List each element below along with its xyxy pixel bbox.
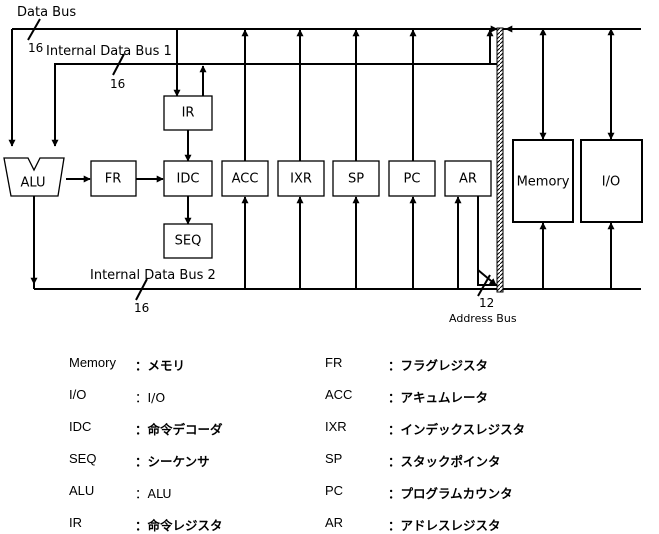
sp-block bbox=[332, 160, 380, 197]
ixr-label: IXR bbox=[290, 172, 312, 187]
internal-data-bus-2-label: Internal Data Bus 2 bbox=[90, 268, 216, 283]
system-bus-bar bbox=[496, 27, 504, 293]
address-bus-label: Address Bus bbox=[449, 312, 517, 325]
io-label: I/O bbox=[602, 175, 620, 190]
alu-label: ALU bbox=[20, 176, 45, 191]
internal-bus-2-width: 16 bbox=[134, 301, 149, 315]
data-bus-label: Data Bus bbox=[17, 5, 76, 20]
ir-label: IR bbox=[182, 106, 195, 121]
internal-data-bus-1-label: Internal Data Bus 1 bbox=[46, 44, 172, 59]
fr-block bbox=[90, 160, 137, 197]
slash-bus-1 bbox=[112, 53, 125, 76]
slash-data-bus bbox=[27, 18, 41, 41]
io-block bbox=[580, 139, 643, 223]
memory-label: Memory bbox=[517, 175, 570, 190]
alu-block bbox=[3, 157, 65, 197]
ar-label: AR bbox=[459, 172, 477, 187]
memory-block bbox=[512, 139, 574, 223]
data-bus-width: 16 bbox=[28, 41, 43, 55]
seq-block bbox=[163, 223, 213, 259]
address-bus-arrow bbox=[477, 269, 497, 286]
seq-label: SEQ bbox=[175, 234, 202, 249]
pc-block bbox=[388, 160, 436, 197]
fr-label: FR bbox=[105, 172, 122, 187]
ir-block bbox=[163, 95, 213, 131]
ixr-block bbox=[277, 160, 325, 197]
slash-address-bus bbox=[477, 274, 491, 297]
idc-label: IDC bbox=[177, 172, 200, 187]
address-bus-width: 12 bbox=[479, 296, 494, 310]
acc-block bbox=[221, 160, 269, 197]
pc-label: PC bbox=[404, 172, 421, 187]
ar-block bbox=[444, 160, 492, 197]
internal-bus-1-width: 16 bbox=[110, 77, 125, 91]
slash-bus-2 bbox=[135, 278, 148, 301]
acc-label: ACC bbox=[232, 172, 259, 187]
idc-block bbox=[163, 160, 213, 197]
sp-label: SP bbox=[348, 172, 364, 187]
